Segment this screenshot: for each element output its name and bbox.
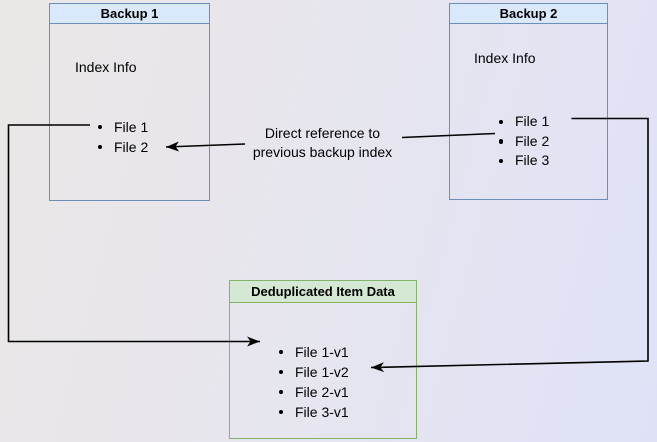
backup1-file-list: File 1 File 2	[95, 117, 148, 157]
list-item: File 1-v1	[276, 342, 349, 362]
direct-reference-label-line1: Direct reference to	[264, 125, 381, 141]
list-item: File 3-v1	[276, 402, 349, 422]
list-item: File 2-v1	[276, 382, 349, 402]
direct-reference-label-line2: previous backup index	[252, 143, 393, 160]
backup2-file-list: File 1 File 2 File 3	[496, 112, 549, 171]
dedup-title: Deduplicated Item Data	[230, 281, 416, 303]
backup2-title: Backup 2	[450, 4, 607, 24]
list-item: File 1	[95, 117, 148, 137]
list-item: File 1	[496, 112, 549, 132]
dedup-file-list: File 1-v1 File 1-v2 File 2-v1 File 3-v1	[276, 342, 349, 422]
deduplicated-item-data-box: Deduplicated Item Data File 1-v1 File 1-…	[229, 280, 417, 439]
direct-reference-label: Direct reference to previous backup inde…	[232, 124, 413, 161]
list-item: File 2	[496, 132, 549, 152]
list-item: File 3	[496, 151, 549, 171]
backup2-box: Backup 2 Index Info File 1 File 2 File 3	[449, 3, 608, 200]
list-item: File 2	[95, 137, 148, 157]
backup2-index-info-label: Index Info	[474, 50, 536, 66]
list-item: File 1-v2	[276, 362, 349, 382]
backup1-title: Backup 1	[50, 4, 209, 24]
backup1-box: Backup 1 Index Info File 1 File 2	[49, 3, 210, 201]
backup1-index-info-label: Index Info	[75, 59, 137, 75]
